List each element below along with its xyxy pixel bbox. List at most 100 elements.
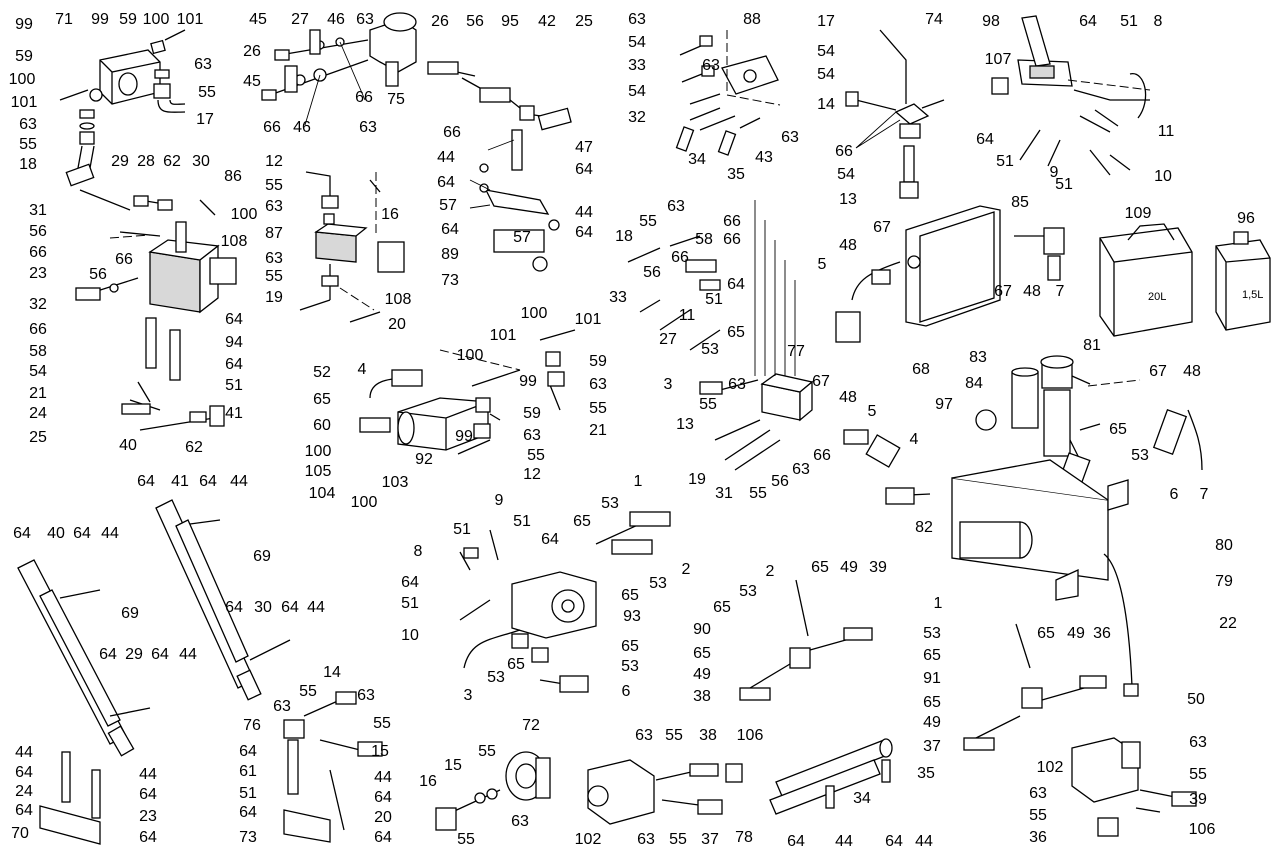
- callout-10: 10: [401, 627, 419, 644]
- callout-6: 6: [1170, 486, 1179, 503]
- motor-72: [435, 751, 551, 831]
- callout-38: 38: [699, 727, 717, 744]
- callout-19: 19: [688, 471, 706, 488]
- callout-63: 63: [273, 698, 291, 715]
- callout-55: 55: [478, 743, 496, 760]
- callout-99: 99: [455, 428, 473, 445]
- callout-38: 38: [693, 688, 711, 705]
- callout-1: 1: [934, 595, 943, 612]
- callout-12: 12: [523, 466, 541, 483]
- callout-64: 64: [73, 525, 91, 542]
- callout-40: 40: [47, 525, 65, 542]
- callout-64: 64: [787, 833, 805, 850]
- callout-73: 73: [441, 272, 459, 289]
- callout-16: 16: [381, 206, 399, 223]
- callout-97: 97: [935, 396, 953, 413]
- callout-53: 53: [487, 669, 505, 686]
- callout-30: 30: [192, 153, 210, 170]
- callout-64: 64: [225, 311, 243, 328]
- callout-30: 30: [254, 599, 272, 616]
- callout-65: 65: [693, 645, 711, 662]
- callout-67: 67: [873, 219, 891, 236]
- callout-63: 63: [635, 727, 653, 744]
- callout-45: 45: [249, 11, 267, 28]
- callout-63: 63: [356, 11, 374, 28]
- callout-57: 57: [513, 229, 531, 246]
- callout-101: 101: [490, 327, 517, 344]
- callout-58: 58: [29, 343, 47, 360]
- callout-65: 65: [811, 559, 829, 576]
- callout-20: 20: [388, 316, 406, 333]
- callout-15: 15: [371, 743, 389, 760]
- callout-32: 32: [29, 296, 47, 313]
- callout-96: 96: [1237, 210, 1255, 227]
- callout-63: 63: [728, 376, 746, 393]
- callout-33: 33: [628, 57, 646, 74]
- control-valve-75: [261, 12, 417, 126]
- callout-66: 66: [355, 89, 373, 106]
- callout-64: 64: [727, 276, 745, 293]
- callout-68: 68: [912, 361, 930, 378]
- callout-53: 53: [601, 495, 619, 512]
- callout-49: 49: [693, 666, 711, 683]
- callout-55: 55: [527, 447, 545, 464]
- callout-5: 5: [868, 403, 877, 420]
- callout-66: 66: [115, 251, 133, 268]
- callout-56: 56: [29, 223, 47, 240]
- callout-26: 26: [431, 13, 449, 30]
- callout-54: 54: [837, 166, 855, 183]
- callout-31: 31: [29, 202, 47, 219]
- callout-14: 14: [323, 664, 341, 681]
- callout-64: 64: [401, 574, 419, 591]
- callout-42: 42: [538, 13, 556, 30]
- callout-31: 31: [715, 485, 733, 502]
- callout-63: 63: [1189, 734, 1207, 751]
- callout-15: 15: [444, 757, 462, 774]
- callout-50: 50: [1187, 691, 1205, 708]
- callout-20: 20: [374, 809, 392, 826]
- callout-2: 2: [682, 561, 691, 578]
- callout-51: 51: [1055, 176, 1073, 193]
- callout-55: 55: [749, 485, 767, 502]
- callout-65: 65: [923, 647, 941, 664]
- callout-63: 63: [781, 129, 799, 146]
- callout-25: 25: [29, 429, 47, 446]
- callout-74: 74: [925, 11, 943, 28]
- callout-44: 44: [15, 744, 33, 761]
- callout-51: 51: [225, 377, 243, 394]
- pump-102-center: [587, 759, 743, 825]
- callout-63: 63: [628, 11, 646, 28]
- manifold-plate-88: [675, 30, 781, 156]
- callout-8: 8: [414, 543, 423, 560]
- callout-63: 63: [523, 427, 541, 444]
- callout-23: 23: [139, 808, 157, 825]
- callout-100: 100: [351, 494, 378, 511]
- callout-53: 53: [739, 583, 757, 600]
- gear-pump-top-left: [59, 29, 186, 187]
- callout-44: 44: [575, 204, 593, 221]
- pump-93: [459, 511, 671, 693]
- callout-88: 88: [743, 11, 761, 28]
- callout-82: 82: [915, 519, 933, 536]
- callout-100: 100: [521, 305, 548, 322]
- callout-64: 64: [885, 833, 903, 850]
- callout-55: 55: [639, 213, 657, 230]
- tee-91: [963, 623, 1107, 751]
- callout-55: 55: [265, 268, 283, 285]
- callout-89: 89: [441, 246, 459, 263]
- callout-44: 44: [230, 473, 248, 490]
- canisters: 20L 1,5L: [1099, 223, 1271, 337]
- callout-44: 44: [307, 599, 325, 616]
- callout-63: 63: [194, 56, 212, 73]
- block-76-73: [283, 691, 383, 843]
- callout-63: 63: [265, 198, 283, 215]
- callout-54: 54: [628, 83, 646, 100]
- callout-64: 64: [151, 646, 169, 663]
- callout-63: 63: [357, 687, 375, 704]
- callout-76: 76: [243, 717, 261, 734]
- callout-51: 51: [239, 785, 257, 802]
- callout-58: 58: [695, 231, 713, 248]
- callout-55: 55: [457, 831, 475, 848]
- callout-99: 99: [15, 16, 33, 33]
- callout-55: 55: [699, 396, 717, 413]
